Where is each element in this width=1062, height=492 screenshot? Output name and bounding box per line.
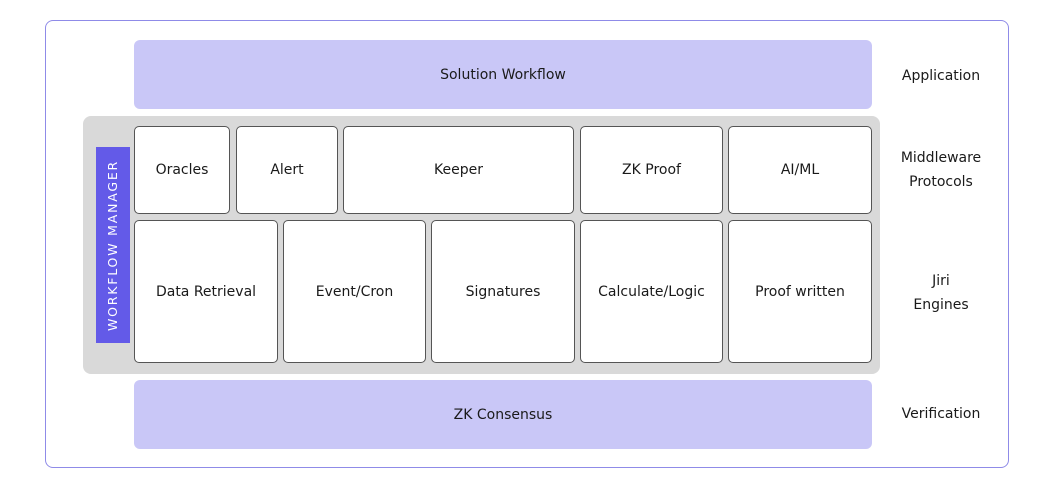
middleware-cell-keeper: Keeper [343,126,574,214]
workflow-manager-bar: WORKFLOW MANAGER [96,147,130,343]
layer-label-middleware: Middleware Protocols [900,150,982,190]
engine-cell-data-retrieval: Data Retrieval [134,220,278,363]
middleware-cell-zk-proof: ZK Proof [580,126,723,214]
solution-workflow-label: Solution Workflow [440,66,566,83]
engine-cell-signatures: Signatures [431,220,575,363]
zk-consensus-label: ZK Consensus [453,406,553,423]
middleware-cell-ai-ml: AI/ML [728,126,872,214]
zk-consensus-band: ZK Consensus [134,380,872,449]
layer-label-application: Application [901,68,981,84]
layer-label-engines: Jiri Engines [913,273,969,313]
middleware-cell-oracles: Oracles [134,126,230,214]
workflow-manager-label: WORKFLOW MANAGER [105,159,121,331]
layer-label-verification: Verification [901,406,981,422]
middleware-cell-alert: Alert [236,126,338,214]
engine-cell-proof-written: Proof written [728,220,872,363]
diagram-frame [45,20,1009,468]
solution-workflow-band: Solution Workflow [134,40,872,109]
engine-cell-event-cron: Event/Cron [283,220,426,363]
engine-cell-calculate-logic: Calculate/Logic [580,220,723,363]
